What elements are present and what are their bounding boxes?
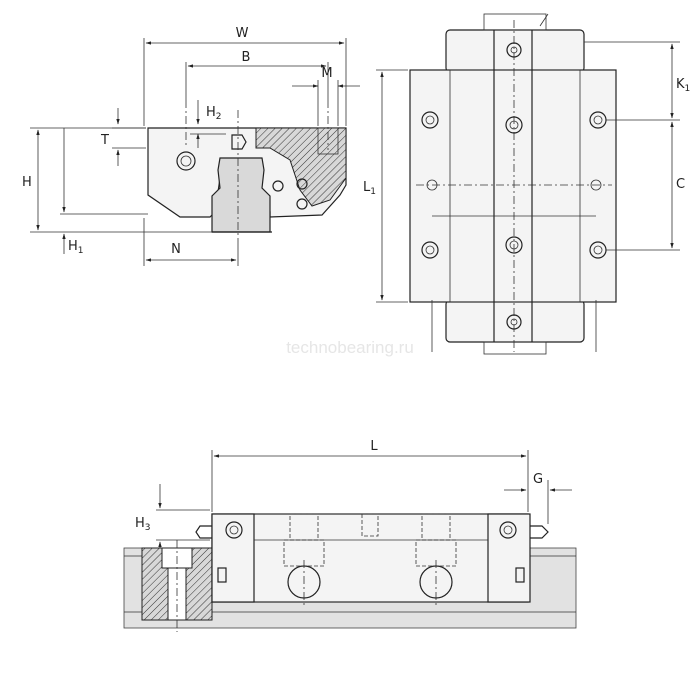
ball-inner: [272, 180, 284, 192]
ball-bottom: [296, 198, 308, 210]
watermark-text: technobearing.ru: [286, 338, 414, 357]
leader-top: [539, 13, 549, 27]
section-hatch: [255, 127, 347, 207]
top-view: L1 K1 C: [363, 13, 690, 355]
h-label: H: [22, 175, 32, 190]
h3-label: H3: [135, 516, 151, 533]
seal-mark-left: [217, 567, 227, 583]
n-label: N: [171, 242, 181, 257]
seal-element: [231, 134, 247, 150]
g-label: G: [533, 472, 543, 487]
side-nipple-right: [499, 521, 517, 539]
end-cap-top: [445, 29, 585, 73]
seal-mark-right: [515, 567, 525, 583]
c-label: C: [676, 177, 685, 192]
end-cap-bottom: [445, 299, 585, 343]
lube-nipple-inner: [180, 155, 192, 167]
rail-profile: [211, 157, 271, 233]
side-nipple-left: [225, 521, 243, 539]
mount-holes-top: [421, 42, 607, 330]
t-label: T: [100, 133, 109, 148]
h1-label: H1: [68, 239, 84, 256]
w-label: W: [236, 26, 249, 41]
k1-label: K1: [676, 77, 690, 94]
carriage-top-body: [409, 69, 617, 303]
front-view: W B M H2 T H H1: [22, 26, 360, 266]
h2-label: H2: [206, 105, 222, 122]
b-label: B: [242, 50, 251, 65]
end-seal-left: [211, 513, 255, 603]
end-seal-right: [487, 513, 531, 603]
rail-beyond-bottom: [483, 341, 547, 355]
grease-fitting-right: [530, 525, 549, 539]
m-label: M: [321, 66, 332, 81]
l1-label: L1: [363, 180, 376, 197]
lube-nipple-circle: [176, 151, 196, 171]
rail-beyond-top: [483, 13, 547, 31]
l-label: L: [370, 439, 378, 454]
top-rail-outline: [449, 69, 581, 303]
thread-hole-center: [361, 513, 379, 537]
ball-top: [296, 178, 308, 190]
side-view: L G H3: [123, 439, 577, 632]
grease-fitting-left: [195, 525, 212, 539]
carriage-side-body: [211, 513, 529, 603]
